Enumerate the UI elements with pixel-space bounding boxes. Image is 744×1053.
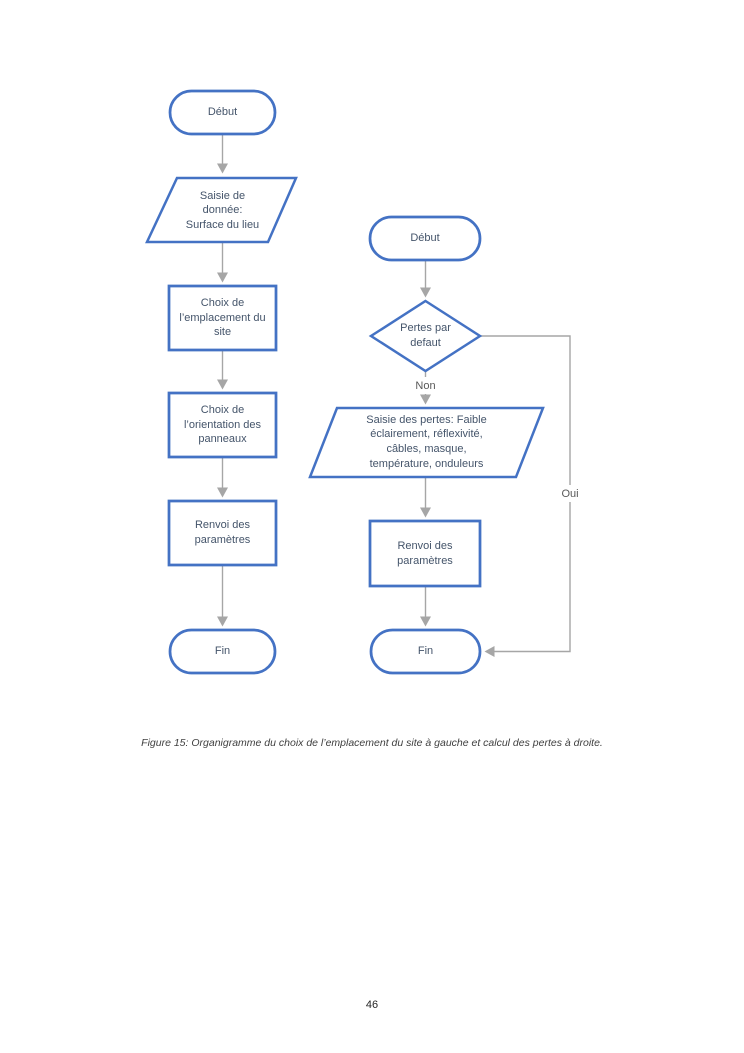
- process-choix-orientation-label: Choix de l’orientation des panneaux: [183, 404, 262, 446]
- parallelogram-saisie-pertes-label: Saisie des pertes: Faible éclairement, r…: [366, 413, 487, 470]
- terminator-fin-right: [369, 628, 482, 675]
- terminator-start-right-label: Début: [410, 232, 440, 245]
- process-renvoi-left-label: Renvoi des paramètres: [194, 519, 251, 546]
- terminator-fin-right-label: Fin: [417, 645, 434, 658]
- process-choix-emplacement: [167, 284, 278, 352]
- parallelogram-input-surface-label: Saisie de donnée: Surface du lieu: [185, 189, 260, 231]
- parallelogram-saisie-pertes: [308, 406, 545, 479]
- process-renvoi-parametres-left: [167, 499, 278, 567]
- terminator-start-left-label: Début: [207, 106, 238, 119]
- terminator-start-right: [368, 215, 482, 262]
- parallelogram-input-surface: [145, 176, 298, 244]
- terminator-start-left: [168, 89, 277, 136]
- terminator-fin-left-label: Fin: [214, 645, 231, 658]
- process-renvoi-parametres-right: [368, 519, 482, 588]
- figure-caption: Figure 15: Organigramme du choix de l’em…: [141, 737, 603, 749]
- process-choix-emplacement-label: Choix de l’emplacement du site: [179, 297, 266, 339]
- terminator-fin-left: [168, 628, 277, 675]
- edge-label-oui: Oui: [551, 485, 589, 502]
- process-choix-orientation: [167, 391, 278, 459]
- decision-pertes-par-defaut: [368, 299, 483, 373]
- decision-pertes-label: Pertes par defaut: [400, 322, 451, 349]
- page-number: 46: [365, 999, 379, 1011]
- edge-label-non: Non: [405, 377, 446, 394]
- flowchart-right-shapes: [308, 215, 545, 675]
- flowchart-left-shapes: [145, 89, 298, 675]
- process-renvoi-right-label: Renvoi des paramètres: [397, 539, 453, 567]
